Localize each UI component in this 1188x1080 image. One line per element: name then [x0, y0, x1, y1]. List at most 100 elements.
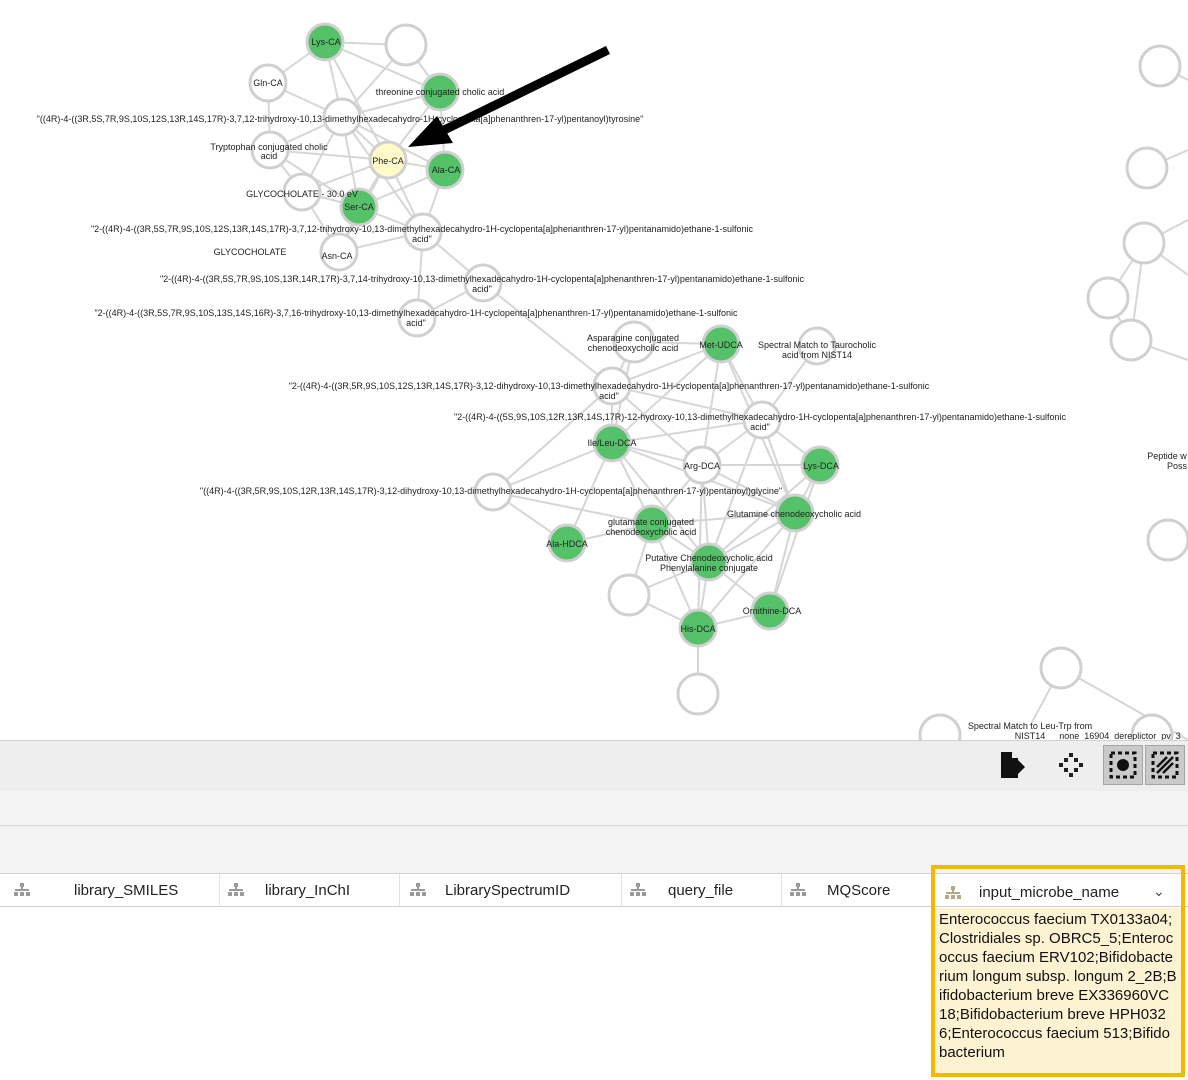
node-sulfonic-4[interactable] — [592, 366, 632, 406]
chevron-down-icon[interactable]: ⌄ — [1153, 883, 1165, 899]
node-phenylalanine-cdca[interactable] — [689, 542, 729, 582]
column-label: MQScore — [827, 882, 891, 899]
node-phe-ca[interactable] — [368, 140, 408, 180]
node[interactable] — [1138, 44, 1182, 88]
label-phenylalanine-2: Phenylalanine conjugate — [660, 563, 758, 573]
label-ornithine-dca: Ornithine-DCA — [743, 606, 802, 616]
node-glycocholate-30ev[interactable] — [282, 172, 322, 212]
export-table-icon — [1001, 752, 1025, 778]
node-ornithine-dca[interactable] — [750, 591, 790, 631]
node-threonine-cholic-acid[interactable] — [420, 72, 460, 112]
node-glutamate-cdca[interactable] — [632, 504, 672, 544]
layout-icon — [1059, 753, 1083, 777]
label-sulfonic-5b: acid" — [750, 422, 770, 432]
network-view[interactable]: Lys-CA Gln-CA threonine conjugated choli… — [0, 0, 1188, 740]
node-arg-dca[interactable] — [682, 445, 722, 485]
node-sulfonic-5[interactable] — [742, 400, 782, 440]
label-ala-hdca: Ala-HDCA — [546, 539, 588, 549]
node-ala-hdca[interactable] — [547, 523, 587, 563]
node-leu-trp-match[interactable] — [918, 713, 962, 740]
label-his-dca: His-DCA — [681, 624, 716, 634]
label-phe-ca: Phe-CA — [372, 156, 404, 166]
label-sulfonic-5: "2-((4R)-4-((5S,9S,10S,12R,13R,14S,17R)-… — [454, 412, 1067, 422]
node[interactable] — [1125, 146, 1169, 190]
label-peptide: Peptide w — [1147, 451, 1187, 461]
node-lys-ca[interactable] — [305, 22, 345, 62]
node-tyrosine-conjugate[interactable] — [322, 97, 362, 137]
label-glycocholate: GLYCOCHOLATE — [214, 247, 287, 257]
label-tyrosine: "((4R)-4-((3R,5S,7R,9S,10S,12S,13R,14S,1… — [37, 114, 644, 124]
node[interactable] — [607, 573, 651, 617]
column-header-library-inchi[interactable]: library_InChI — [220, 874, 400, 906]
node-his-dca[interactable] — [678, 608, 718, 648]
node-glutamine-cdca[interactable] — [775, 493, 815, 533]
node-glycine-conjugate[interactable] — [473, 472, 513, 512]
cell-editor-input-microbe-name[interactable]: Enterococcus faecium TX0133a04;Clostridi… — [935, 908, 1181, 1073]
column-header-library-spectrum-id[interactable]: LibrarySpectrumID — [400, 874, 622, 906]
highlighted-column-editor: input_microbe_name ⌄ Enterococcus faeciu… — [931, 865, 1185, 1077]
column-label: LibrarySpectrumID — [445, 882, 571, 899]
export-table-button[interactable] — [990, 745, 1030, 785]
node-taurocholic-match[interactable] — [797, 326, 837, 366]
label-lys-dca: Lys-DCA — [803, 461, 839, 471]
node[interactable] — [1086, 276, 1130, 320]
label-asn-ca: Asn-CA — [321, 251, 352, 261]
label-threonine: threonine conjugated cholic acid — [376, 87, 505, 97]
label-sulfonic-4: "2-((4R)-4-((3R,5R,9S,10S,12S,13R,14S,17… — [289, 381, 930, 391]
label-glutamate-2: chenodeoxycholic acid — [606, 527, 697, 537]
layout-button[interactable] — [1051, 745, 1091, 785]
column-header-library-smiles[interactable]: library_SMILES — [0, 874, 220, 906]
node-tryptophan-cholic-acid[interactable] — [250, 130, 290, 170]
node-asn-ca[interactable] — [319, 232, 359, 272]
node[interactable] — [1122, 221, 1166, 265]
label-arg-dca: Arg-DCA — [684, 461, 720, 471]
label-sulfonic-1: "2-((4R)-4-((3R,5S,7R,9S,10S,12S,13R,14S… — [91, 224, 754, 234]
panel-divider — [0, 791, 1188, 826]
label-ala-ca: Ala-CA — [432, 165, 461, 175]
node[interactable] — [1109, 318, 1153, 362]
label-lys-ca: Lys-CA — [311, 37, 340, 47]
node-ile-leu-dca[interactable] — [592, 423, 632, 463]
label-ile-leu-dca: Ile/Leu-DCA — [587, 438, 636, 448]
label-sulfonic-2: "2-((4R)-4-((3R,5S,7R,9S,10S,13R,14R,17R… — [160, 274, 805, 284]
network-nodes — [248, 22, 1188, 740]
select-all-button[interactable] — [1145, 745, 1185, 785]
label-sulfonic-4b: acid" — [599, 391, 619, 401]
label-met-udca: Met-UDCA — [699, 340, 743, 350]
label-glutamate: glutamate conjugated — [608, 517, 694, 527]
label-dereplictor: none_16904_dereplictor_pv_3 — [1059, 731, 1181, 740]
label-phenylalanine: Putative Chenodeoxycholic acid — [645, 553, 773, 563]
node-asparagine-cdca[interactable] — [612, 320, 656, 364]
label-leu-trp-2: NIST14 — [1015, 731, 1046, 740]
column-header-mqscore[interactable]: MQScore — [782, 874, 932, 906]
label-ser-ca: Ser-CA — [344, 202, 374, 212]
label-taurocholic-2: acid from NIST14 — [782, 350, 852, 360]
column-header-input-microbe-name[interactable]: input_microbe_name ⌄ — [935, 875, 1181, 910]
node-sulfonic-2[interactable] — [463, 263, 503, 303]
select-nodes-button[interactable] — [1103, 745, 1143, 785]
node-gln-ca[interactable] — [248, 63, 288, 103]
column-header-query-file[interactable]: query_file — [622, 874, 782, 906]
annotation-arrow — [408, 45, 610, 147]
node[interactable] — [676, 672, 720, 716]
node-ser-ca[interactable] — [339, 187, 379, 227]
node-sulfonic-1[interactable] — [403, 212, 443, 252]
select-nodes-icon — [1109, 751, 1137, 779]
node-met-udca[interactable] — [701, 324, 741, 364]
node-dereplictor[interactable] — [1130, 713, 1174, 740]
node-lys-dca[interactable] — [800, 445, 840, 485]
label-sulfonic-3: "2-((4R)-4-((3R,5S,7R,9S,10S,13S,14S,16R… — [94, 308, 738, 318]
network-labels: Lys-CA Gln-CA threonine conjugated choli… — [37, 37, 1188, 740]
node[interactable] — [1039, 646, 1083, 690]
node[interactable] — [1146, 518, 1188, 562]
cell-editor-text[interactable]: Enterococcus faecium TX0133a04;Clostridi… — [939, 911, 1177, 1061]
node-sulfonic-3[interactable] — [397, 298, 437, 338]
node[interactable] — [384, 23, 428, 67]
label-sulfonic-2b: acid" — [472, 284, 492, 294]
node-ala-ca[interactable] — [425, 150, 465, 190]
label-glutamine: Glutamine chenodeoxycholic acid — [727, 509, 861, 519]
column-label: query_file — [668, 882, 734, 899]
shared-column-icon — [630, 883, 646, 896]
label-asparagine-2: chenodeoxycholic acid — [588, 343, 679, 353]
shared-column-icon — [14, 883, 30, 896]
